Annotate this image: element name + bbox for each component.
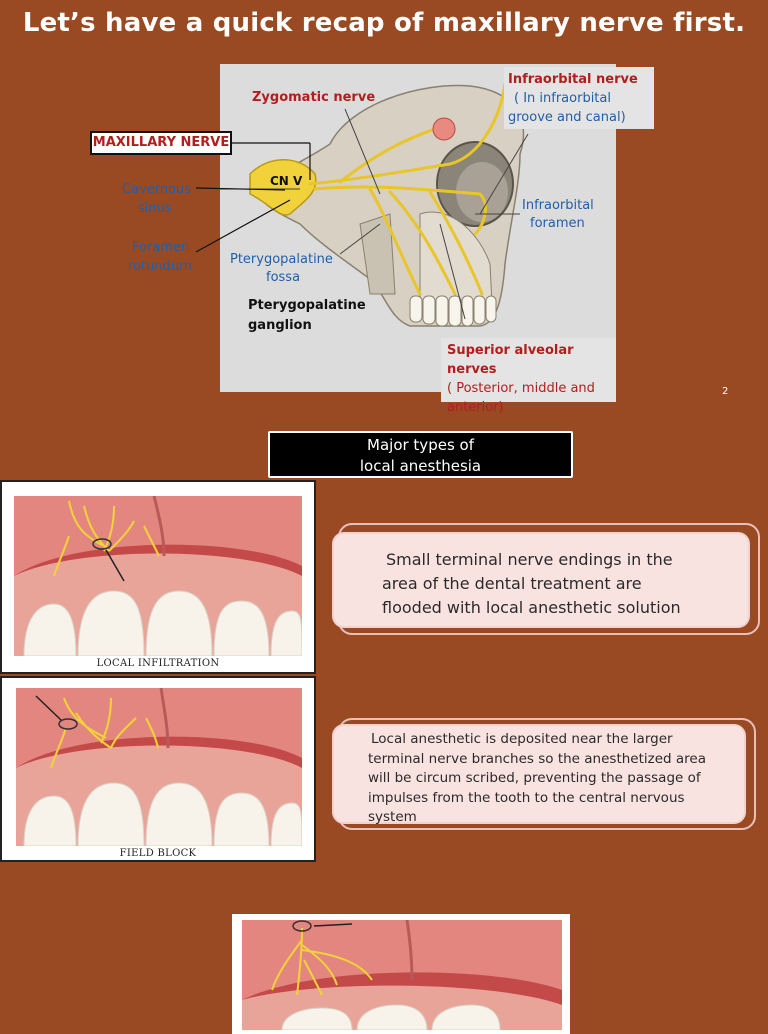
field-text-line4: impulses from the tooth to the central n… [368,789,685,806]
infiltration-text-line3: flooded with local anesthetic solution [382,598,681,617]
pterygopalatine-ganglion-label-line1: Pterygopalatine [248,298,366,313]
infraorbital-detail-line2: groove and canal) [508,110,626,125]
infiltration-text-line1: Small terminal nerve endings in the [386,550,673,569]
page-number: 2 [722,386,729,397]
cavernous-sinus-label-line1: Cavernous [122,182,192,197]
foramen-rotundum-label-line2: rotundum [128,259,192,274]
pterygopalatine-ganglion-label-line2: ganglion [248,318,312,333]
types-heading-line1: Major types of [367,436,474,454]
pterygoid-plate [359,213,396,295]
orbit-floor [456,162,508,222]
zygomatic-foramen-mark [432,117,456,141]
superior-alveolar-detail-line2: anterior) [447,400,504,415]
field-text-line3: will be circum scribed, preventing the p… [368,770,701,786]
page-title: Let’s have a quick recap of maxillary ne… [22,8,746,38]
pterygopalatine-fossa-label-line2: fossa [266,270,301,285]
trigeminal-ganglion [249,159,317,216]
field-block-caption: FIELD BLOCK [119,848,197,859]
field-text-line5: system [368,809,417,825]
skull-illustration [220,82,529,327]
local-infiltration-photo: LOCAL INFILTRATION [0,480,316,674]
local-infiltration-caption: LOCAL INFILTRATION [96,658,220,669]
pterygopalatine-fossa-label-line1: Pterygopalatine [230,252,333,267]
types-heading-line2: local anesthesia [359,457,482,475]
gum-illustration-2 [16,688,302,846]
nerve-branches [308,82,507,296]
maxilla [419,211,493,305]
superior-alveolar-detail-line1: ( Posterior, middle and [447,381,595,396]
cavernous-sinus-label-line2: sinus [138,201,172,216]
field-block-photo: FIELD BLOCK [0,676,316,862]
upper-teeth [409,295,497,327]
gum-illustration [14,496,302,656]
nerve-block-photo [232,914,570,1034]
infraorbital-foramen-label-line1: Infraorbital [522,198,594,213]
outer-pointer-lines [195,142,311,253]
gum-illustration-3 [242,920,562,1030]
superior-alveolar-label: Superior alveolar nerves [447,343,574,377]
superior-alveolar-callout: Superior alveolar nerves ( Posterior, mi… [441,338,616,415]
infraorbital-nerve-label: Infraorbital nerve [508,72,638,87]
zygomatic-nerve-label: Zygomatic nerve [252,90,376,105]
teeth [23,590,302,656]
field-text-line1: Local anesthetic is deposited near the l… [371,731,673,747]
maxillary-nerve-label: MAXILLARY NERVE [90,131,232,155]
cn-v-label: CN V [270,174,303,188]
field-text-line2: terminal nerve branches so the anestheti… [368,750,706,767]
infraorbital-nerve-callout: Infraorbital nerve ( In infraorbital gro… [504,67,654,129]
infraorbital-detail-line1: ( In infraorbital [514,91,611,106]
infiltration-text-line2: area of the dental treatment are [382,574,642,593]
teeth-2 [23,782,302,846]
types-heading: Major types of local anesthesia [268,431,573,478]
infiltration-card: Small terminal nerve endings in the area… [332,532,750,628]
infraorbital-foramen-label-line2: foramen [530,216,585,231]
nerve-lines-2 [50,697,159,769]
nerve-lines [53,500,160,577]
field-block-card: Local anesthetic is deposited near the l… [332,724,746,825]
foramen-rotundum-label-line1: Foramen [132,240,190,255]
